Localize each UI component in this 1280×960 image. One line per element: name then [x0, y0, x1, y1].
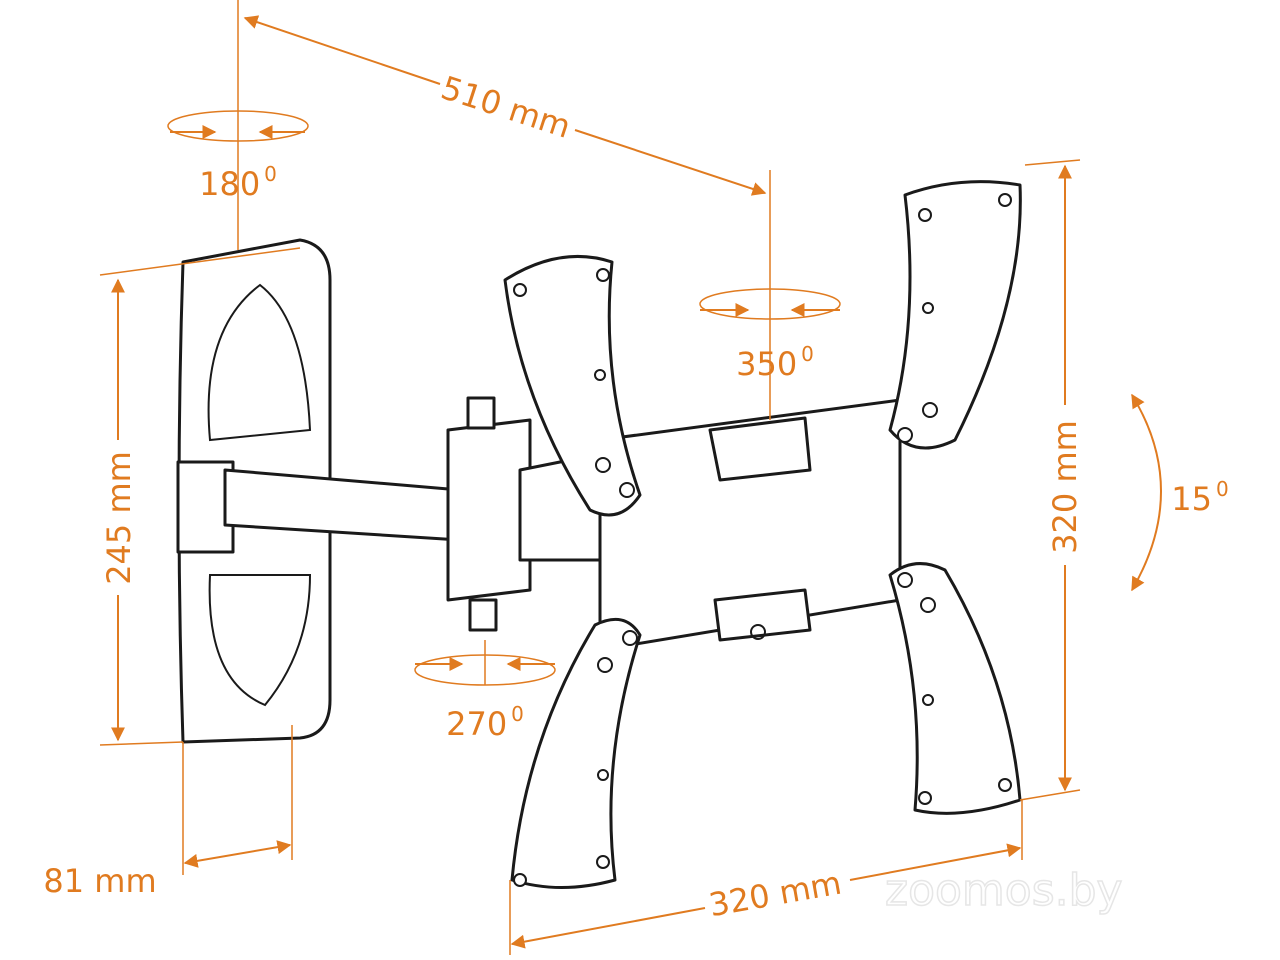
- watermark: zoomos.by: [885, 865, 1123, 916]
- vesa-plate: [503, 180, 1022, 889]
- dimension-label-245: 245 mm: [100, 451, 138, 585]
- dimension-510: 510 mm: [243, 15, 767, 196]
- dimension-label-320-width: 320 mm: [706, 864, 844, 925]
- extension-lines: [99, 0, 1081, 955]
- dimension-label-81: 81 mm: [43, 862, 156, 900]
- dimension-320-vertical: 320 mm: [1046, 164, 1084, 792]
- dimension-81: 81 mm: [43, 840, 292, 900]
- dimension-label-320-height: 320 mm: [1046, 420, 1084, 554]
- screw-holes: [513, 193, 1012, 887]
- swing-arm: [223, 396, 622, 632]
- dimension-245: 245 mm: [100, 278, 138, 742]
- dimension-label-510: 510 mm: [437, 68, 576, 145]
